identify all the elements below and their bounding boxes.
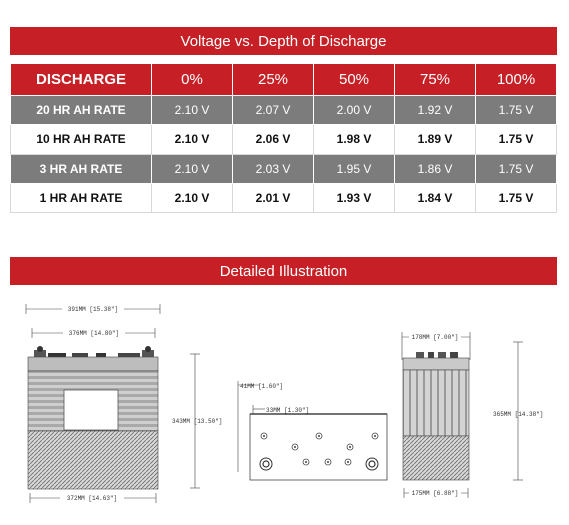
table-cell: 2.10 V xyxy=(151,182,233,214)
side-terminals-icon xyxy=(416,352,458,358)
table-cell: 1.86 V xyxy=(394,153,476,184)
voltage-section-title: Voltage vs. Depth of Discharge xyxy=(10,27,557,55)
table-cell: 2.10 V xyxy=(151,153,233,184)
table-row: 1 HR AH RATE 2.10 V 2.01 V 1.93 V 1.84 V… xyxy=(10,182,557,214)
header-75-percent: 75% xyxy=(394,63,476,96)
table-row: 3 HR AH RATE 2.10 V 2.03 V 1.95 V 1.86 V… xyxy=(10,153,557,184)
row-label: 3 HR AH RATE xyxy=(10,153,152,184)
table-row: 10 HR AH RATE 2.10 V 2.06 V 1.98 V 1.89 … xyxy=(10,124,557,155)
battery-terminals-icon xyxy=(34,346,154,357)
table-cell: 2.03 V xyxy=(232,153,314,184)
front-view: 391MM [15.38"] 376MM [14.80"] 372MM [14.… xyxy=(25,304,222,503)
side-view: 178MM [7.00"] 365MM [14.38"] 175MM [6.88… xyxy=(401,332,543,498)
voltage-section-title-text: Voltage vs. Depth of Discharge xyxy=(180,32,387,50)
header-100-percent: 100% xyxy=(475,63,557,96)
header-50-percent: 50% xyxy=(313,63,395,96)
dim-side-bottom-width: 175MM [6.88"] xyxy=(412,490,459,497)
battery-label-area xyxy=(63,389,119,431)
header-25-percent: 25% xyxy=(232,63,314,96)
top-view: 41MM [1.60"] 33MM [1.30"] xyxy=(237,381,388,481)
row-label: 20 HR AH RATE xyxy=(10,94,152,126)
table-cell: 2.10 V xyxy=(151,94,233,126)
battery-technical-drawing: 391MM [15.38"] 376MM [14.80"] 372MM [14.… xyxy=(25,304,543,503)
illustration-section-title: Detailed Illustration xyxy=(10,257,557,285)
dim-front-height: 343MM [13.50"] xyxy=(172,418,222,425)
dim-side-height: 365MM [14.38"] xyxy=(493,411,543,418)
table-cell: 2.00 V xyxy=(313,94,395,126)
header-0-percent: 0% xyxy=(151,63,233,96)
table-cell: 1.98 V xyxy=(313,124,395,155)
table-cell: 1.75 V xyxy=(475,124,557,155)
dim-top-offset-a: 41MM [1.60"] xyxy=(240,383,283,390)
table-cell: 1.84 V xyxy=(394,182,476,214)
cell-vent-caps-icon xyxy=(260,432,379,466)
table-cell: 1.92 V xyxy=(394,94,476,126)
dim-front-top-width: 391MM [15.38"] xyxy=(68,306,118,313)
table-cell: 2.07 V xyxy=(232,94,314,126)
voltage-table: DISCHARGE 0% 25% 50% 75% 100% 20 HR AH R… xyxy=(10,63,557,214)
table-cell: 2.01 V xyxy=(232,182,314,214)
row-label: 1 HR AH RATE xyxy=(10,182,152,214)
dim-front-inner-width: 376MM [14.80"] xyxy=(69,330,119,337)
table-cell: 1.75 V xyxy=(475,94,557,126)
header-discharge: DISCHARGE xyxy=(10,63,152,96)
table-cell: 1.89 V xyxy=(394,124,476,155)
table-cell: 1.95 V xyxy=(313,153,395,184)
voltage-table-header-row: DISCHARGE 0% 25% 50% 75% 100% xyxy=(10,63,557,96)
terminal-posts-icon xyxy=(259,457,379,471)
table-cell: 1.75 V xyxy=(475,153,557,184)
table-cell: 2.06 V xyxy=(232,124,314,155)
dim-front-bottom-width: 372MM [14.63"] xyxy=(67,495,117,502)
row-label: 10 HR AH RATE xyxy=(10,124,152,155)
table-cell: 2.10 V xyxy=(151,124,233,155)
illustration-section-title-text: Detailed Illustration xyxy=(219,262,348,280)
dim-top-offset-b: 33MM [1.30"] xyxy=(266,407,309,414)
table-cell: 1.93 V xyxy=(313,182,395,214)
dim-side-top-width: 178MM [7.00"] xyxy=(412,334,459,341)
table-cell: 1.75 V xyxy=(475,182,557,214)
table-row: 20 HR AH RATE 2.10 V 2.07 V 2.00 V 1.92 … xyxy=(10,94,557,126)
